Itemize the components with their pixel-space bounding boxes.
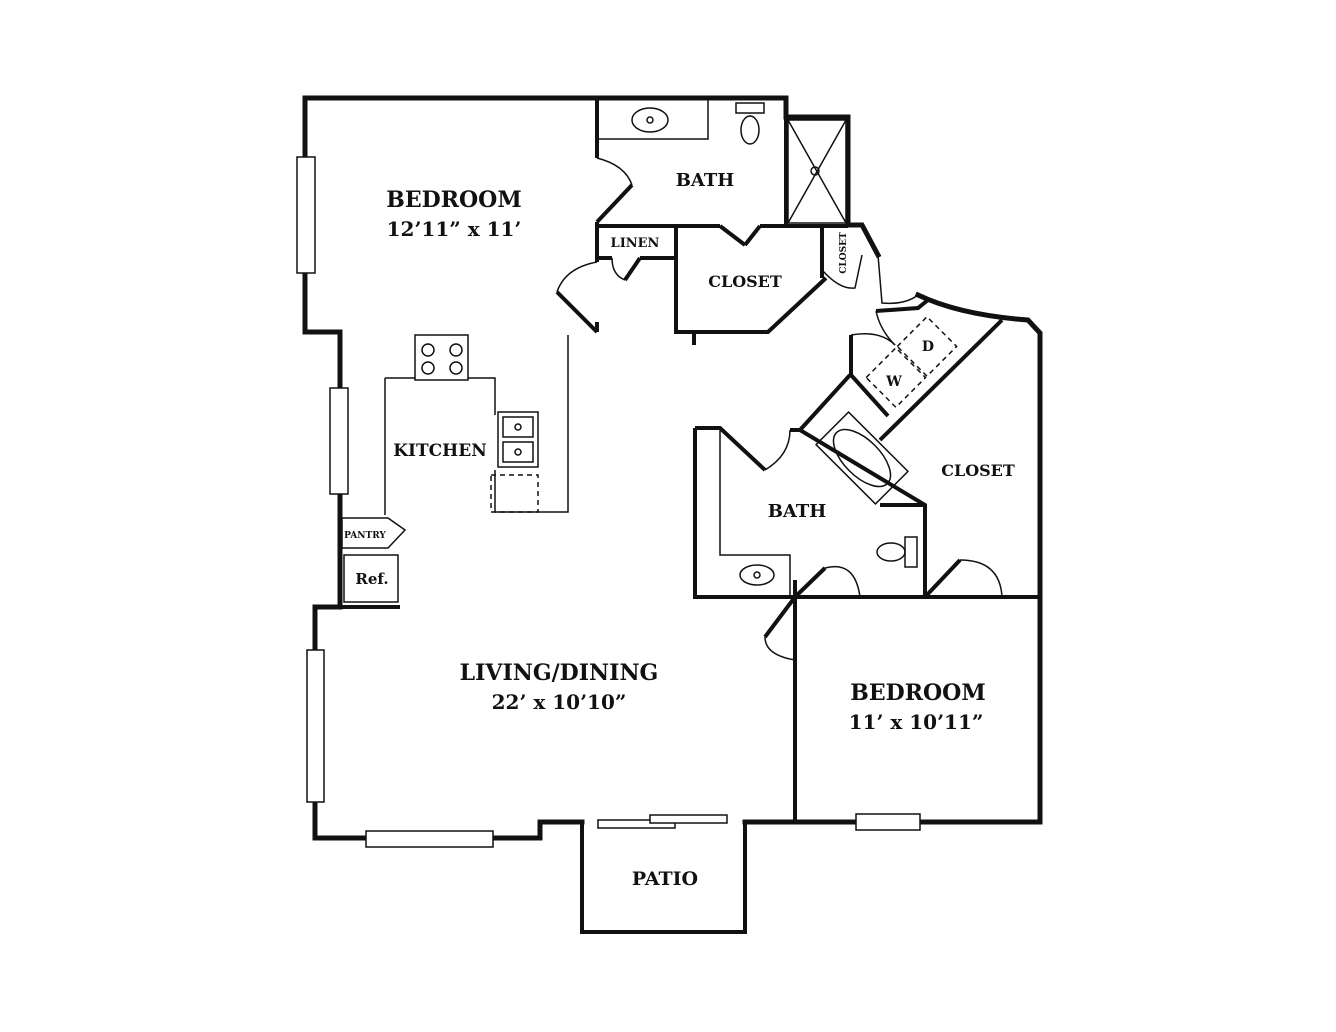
refrigerator xyxy=(343,554,399,603)
bedroom2-size: 11’ x 10’11” xyxy=(849,710,984,734)
sink-icon xyxy=(631,107,669,133)
dryer-label: D xyxy=(922,339,934,355)
window xyxy=(329,387,349,495)
toilet-icon xyxy=(740,115,760,145)
interior-walls xyxy=(340,98,1040,934)
door-swings xyxy=(556,157,1003,661)
fixtures xyxy=(341,98,958,603)
window xyxy=(855,813,921,831)
bathtub xyxy=(814,410,910,506)
sink-icon xyxy=(739,564,775,586)
pantry xyxy=(341,517,407,549)
living-label: LIVING/DINING xyxy=(460,660,659,686)
linen-label: LINEN xyxy=(611,236,660,251)
closet1-label: CLOSET xyxy=(708,272,782,291)
bath1-label: BATH xyxy=(676,170,735,191)
washer-label: W xyxy=(885,374,902,390)
toilet-tank xyxy=(735,102,765,114)
kitchen-label: KITCHEN xyxy=(393,441,486,461)
pantry-label: PANTRY xyxy=(344,531,386,541)
shower xyxy=(787,119,847,224)
toilet-tank xyxy=(904,536,918,568)
room-labels: BEDROOM 12’11” x 11’ BATH LINEN CLOSET C… xyxy=(344,170,1015,890)
closet2-label: CLOSET xyxy=(941,461,1015,480)
stove-icon xyxy=(414,334,469,381)
bedroom2-label: BEDROOM xyxy=(850,680,985,706)
ref-label: Ref. xyxy=(355,570,388,588)
sliding-door xyxy=(649,814,728,824)
window xyxy=(306,649,325,803)
sliding-door xyxy=(597,819,676,829)
toilet-icon xyxy=(876,542,906,562)
vanity xyxy=(597,98,709,140)
window xyxy=(365,830,494,848)
bath2-label: BATH xyxy=(768,501,827,522)
living-size: 22’ x 10’10” xyxy=(492,690,627,714)
window xyxy=(296,156,316,274)
kitchen-sink-icon xyxy=(497,411,539,468)
dryer xyxy=(896,315,958,378)
patio-label: PATIO xyxy=(632,868,698,890)
bedroom1-size: 12’11” x 11’ xyxy=(387,217,522,241)
windows xyxy=(296,156,921,848)
dishwasher xyxy=(490,474,539,513)
bedroom1-label: BEDROOM xyxy=(386,187,521,213)
closet-small-label: CLOSET xyxy=(839,232,849,274)
